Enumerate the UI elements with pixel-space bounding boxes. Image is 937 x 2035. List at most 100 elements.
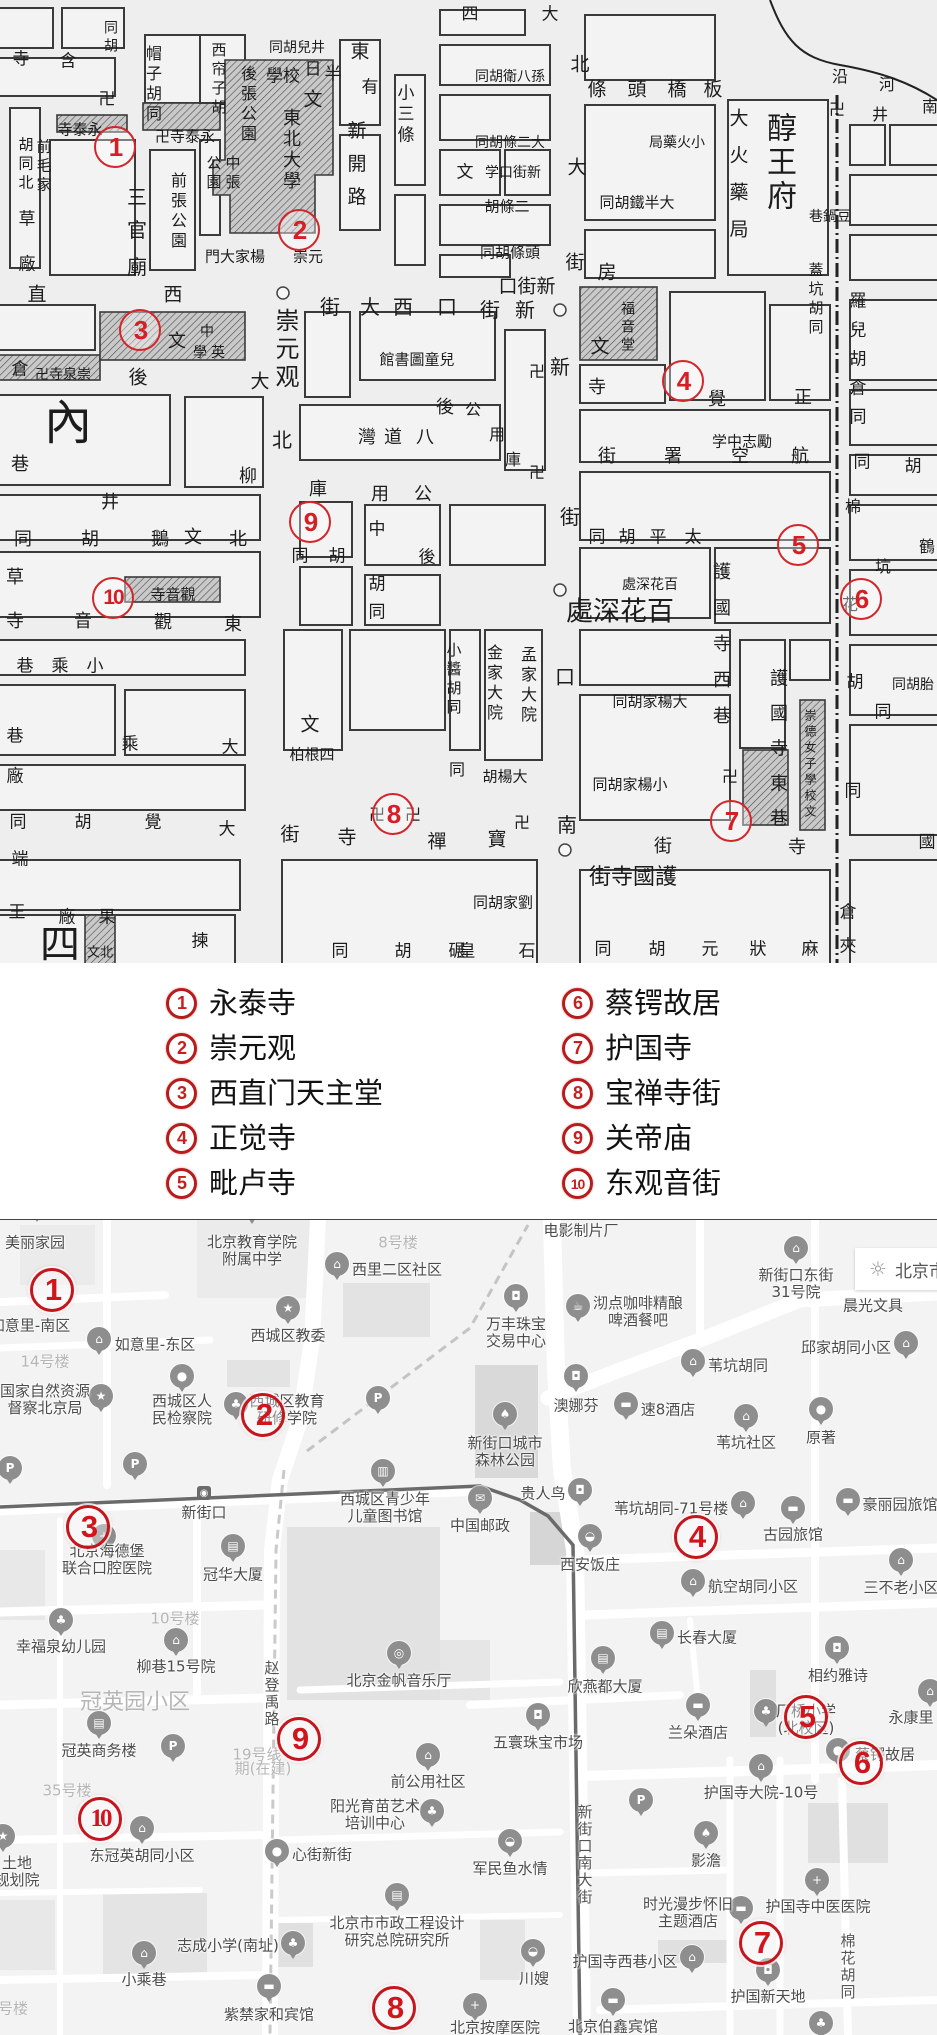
community-icon[interactable]: ⌂	[749, 1754, 773, 1778]
community-icon[interactable]: ⌂	[889, 1548, 913, 1572]
poi-label[interactable]: 时光漫步怀旧主题酒店	[643, 1896, 733, 1930]
subway-station-icon[interactable]: ◉	[197, 1486, 211, 1500]
office-icon[interactable]: ▤	[87, 1711, 111, 1735]
weather-widget[interactable]: ☼ 北京市	[855, 1248, 937, 1290]
poi-label[interactable]: 幸福泉幼儿园	[16, 1639, 106, 1656]
poi-label[interactable]: 如意里-南区	[0, 1318, 70, 1335]
subway-station-label[interactable]: 新街口	[181, 1505, 226, 1522]
poi-label[interactable]: 西城区人民检察院	[152, 1393, 212, 1427]
poi-label[interactable]: 西里二区社区	[352, 1262, 442, 1279]
restaurant-icon[interactable]: ◒	[521, 1939, 545, 1963]
office-icon[interactable]: ▤	[385, 1883, 409, 1907]
restaurant-icon[interactable]: ◒	[578, 1524, 602, 1548]
point-icon[interactable]: ●	[170, 1364, 194, 1388]
poi-label[interactable]: 万丰珠宝交易中心	[486, 1316, 546, 1350]
community-icon[interactable]: ⌂	[918, 1679, 937, 1703]
community-icon[interactable]: ⌂	[894, 1331, 918, 1355]
poi-label[interactable]: 西安饭庄	[560, 1557, 620, 1574]
community-icon[interactable]: ⌂	[130, 1816, 154, 1840]
poi-label[interactable]: 如意里-东区	[115, 1337, 195, 1354]
poi-label[interactable]: 北京市市政工程设计研究总院研究所	[329, 1915, 464, 1949]
poi-label[interactable]: 前公用社区	[390, 1774, 465, 1791]
poi-label[interactable]: 航空胡同小区	[708, 1579, 798, 1596]
poi-label[interactable]: 三不老小区	[863, 1580, 937, 1597]
poi-label[interactable]: 邱家胡同小区	[801, 1340, 891, 1357]
poi-label[interactable]: 川嫂	[519, 1971, 549, 1988]
poi-label[interactable]: 北京海德堡联合口腔医院	[62, 1543, 152, 1577]
poi-label[interactable]: 新街口城市森林公园	[467, 1435, 542, 1469]
school-icon[interactable]: ♣	[420, 1799, 444, 1823]
hospital-icon[interactable]: +	[805, 1868, 829, 1892]
community-icon[interactable]: ⌂	[325, 1252, 349, 1276]
cafe-icon[interactable]: ☕	[566, 1294, 590, 1318]
cinema-icon[interactable]: ◎	[387, 1641, 411, 1665]
poi-label[interactable]: 苇坑胡同	[708, 1358, 768, 1375]
poi-label[interactable]: 美丽家园	[5, 1235, 65, 1252]
shop-icon[interactable]: ◘	[825, 1636, 849, 1660]
poi-label[interactable]: 沏点咖啡精酿啤酒餐吧	[593, 1295, 683, 1329]
community-icon[interactable]: ⌂	[681, 1349, 705, 1373]
school-icon[interactable]: ♣	[809, 2011, 833, 2035]
poi-label[interactable]: 北京伯鑫宾馆	[568, 2019, 658, 2035]
parking-icon[interactable]: P	[123, 1452, 147, 1476]
poi-label[interactable]: 影澹	[691, 1853, 721, 1870]
poi-label[interactable]: 土地规划院	[0, 1855, 40, 1889]
school-icon[interactable]: ♣	[281, 1931, 305, 1955]
park-icon[interactable]: ♠	[694, 1821, 718, 1845]
poi-label[interactable]: 护国新天地	[730, 1989, 805, 2006]
poi-label[interactable]: 西城区青少年儿童图书馆	[340, 1491, 430, 1525]
poi-label[interactable]: 北京教育学院附属中学	[207, 1234, 297, 1268]
poi-label[interactable]: 苇坑胡同-71号楼	[614, 1501, 729, 1518]
poi-label[interactable]: 澳娜芬	[553, 1398, 598, 1415]
hotel-icon[interactable]: ▬	[836, 1488, 860, 1512]
post-icon[interactable]: ✉	[468, 1486, 492, 1510]
point-icon[interactable]: ●	[809, 1397, 833, 1421]
parking-icon[interactable]: P	[161, 1734, 185, 1758]
community-icon[interactable]: ⌂	[734, 1404, 758, 1428]
shop-icon[interactable]: ◘	[568, 1478, 592, 1502]
poi-label[interactable]: 护国寺西巷小区	[572, 1954, 677, 1971]
poi-label[interactable]: 中国邮政	[450, 1518, 510, 1535]
point-icon[interactable]: ●	[265, 1839, 289, 1863]
poi-label[interactable]: 原著	[806, 1430, 836, 1447]
poi-label[interactable]: 东冠英胡同小区	[89, 1848, 194, 1865]
community-icon[interactable]: ⌂	[784, 1236, 808, 1260]
school-icon[interactable]: ♣	[754, 1699, 778, 1723]
poi-label[interactable]: 军民鱼水情	[472, 1861, 547, 1878]
poi-label[interactable]: 长春大厦	[677, 1630, 737, 1647]
community-icon[interactable]: ⌂	[731, 1491, 755, 1515]
poi-label[interactable]: 欣燕都大厦	[567, 1679, 642, 1696]
shop-icon[interactable]: ◘	[564, 1364, 588, 1388]
poi-label[interactable]: 贵人鸟	[520, 1486, 565, 1503]
poi-label[interactable]: 护国寺中医医院	[765, 1899, 870, 1916]
school-icon[interactable]: ♣	[49, 1608, 73, 1632]
poi-label[interactable]: 五寰珠宝市场	[493, 1735, 583, 1752]
poi-label[interactable]: 柳巷15号院	[136, 1659, 215, 1676]
hotel-icon[interactable]: ▬	[781, 1496, 805, 1520]
poi-label[interactable]: 豪丽园旅馆	[862, 1497, 937, 1514]
shop-icon[interactable]: ◘	[504, 1284, 528, 1308]
poi-label[interactable]: 心街新街	[292, 1847, 352, 1864]
government-icon[interactable]: ★	[276, 1296, 300, 1320]
poi-label[interactable]: 电影制片厂	[543, 1223, 618, 1240]
poi-label[interactable]: 紫禁家和宾馆	[224, 2007, 314, 2024]
park-icon[interactable]: ♠	[493, 1402, 517, 1426]
hotel-icon[interactable]: ▬	[601, 1988, 625, 2012]
community-icon[interactable]: ⌂	[416, 1743, 440, 1767]
office-icon[interactable]: ▤	[221, 1534, 245, 1558]
poi-label[interactable]: 小乘巷	[121, 1972, 166, 1989]
poi-label[interactable]: 西城区教委	[250, 1328, 325, 1345]
parking-icon[interactable]: P	[629, 1788, 653, 1812]
hotel-icon[interactable]: ▬	[686, 1693, 710, 1717]
poi-label[interactable]: 护国寺大院-10号	[704, 1785, 819, 1802]
hotel-icon[interactable]: ▬	[614, 1392, 638, 1416]
poi-label[interactable]: 速8酒店	[641, 1402, 696, 1419]
office-icon[interactable]: ▤	[591, 1646, 615, 1670]
community-icon[interactable]: ⌂	[132, 1941, 156, 1965]
poi-label[interactable]: 冠华大厦	[203, 1567, 263, 1584]
hotel-icon[interactable]: ▬	[257, 1974, 281, 1998]
poi-label[interactable]: 北京金帆音乐厅	[346, 1673, 451, 1690]
government-icon[interactable]: ★	[89, 1384, 113, 1408]
